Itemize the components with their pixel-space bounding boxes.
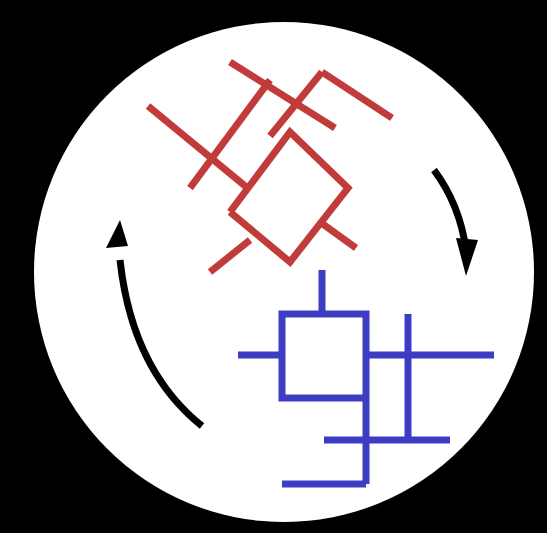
blue-upright-glyph (238, 270, 494, 488)
red-line-diagonal-left (187, 77, 273, 191)
red-rotated-glyph (145, 59, 394, 275)
red-stub-bottom (207, 237, 253, 275)
red-line-top-right (320, 69, 394, 121)
arrowhead-right-icon (456, 238, 478, 276)
red-line-upper (228, 59, 337, 131)
clockwise-arrow-icon (116, 259, 205, 429)
red-line-top-stem (267, 69, 325, 139)
red-square (227, 126, 353, 267)
red-stub-right (317, 219, 359, 251)
red-line-long-lower (145, 103, 253, 193)
arrowhead-left-icon (106, 220, 128, 248)
